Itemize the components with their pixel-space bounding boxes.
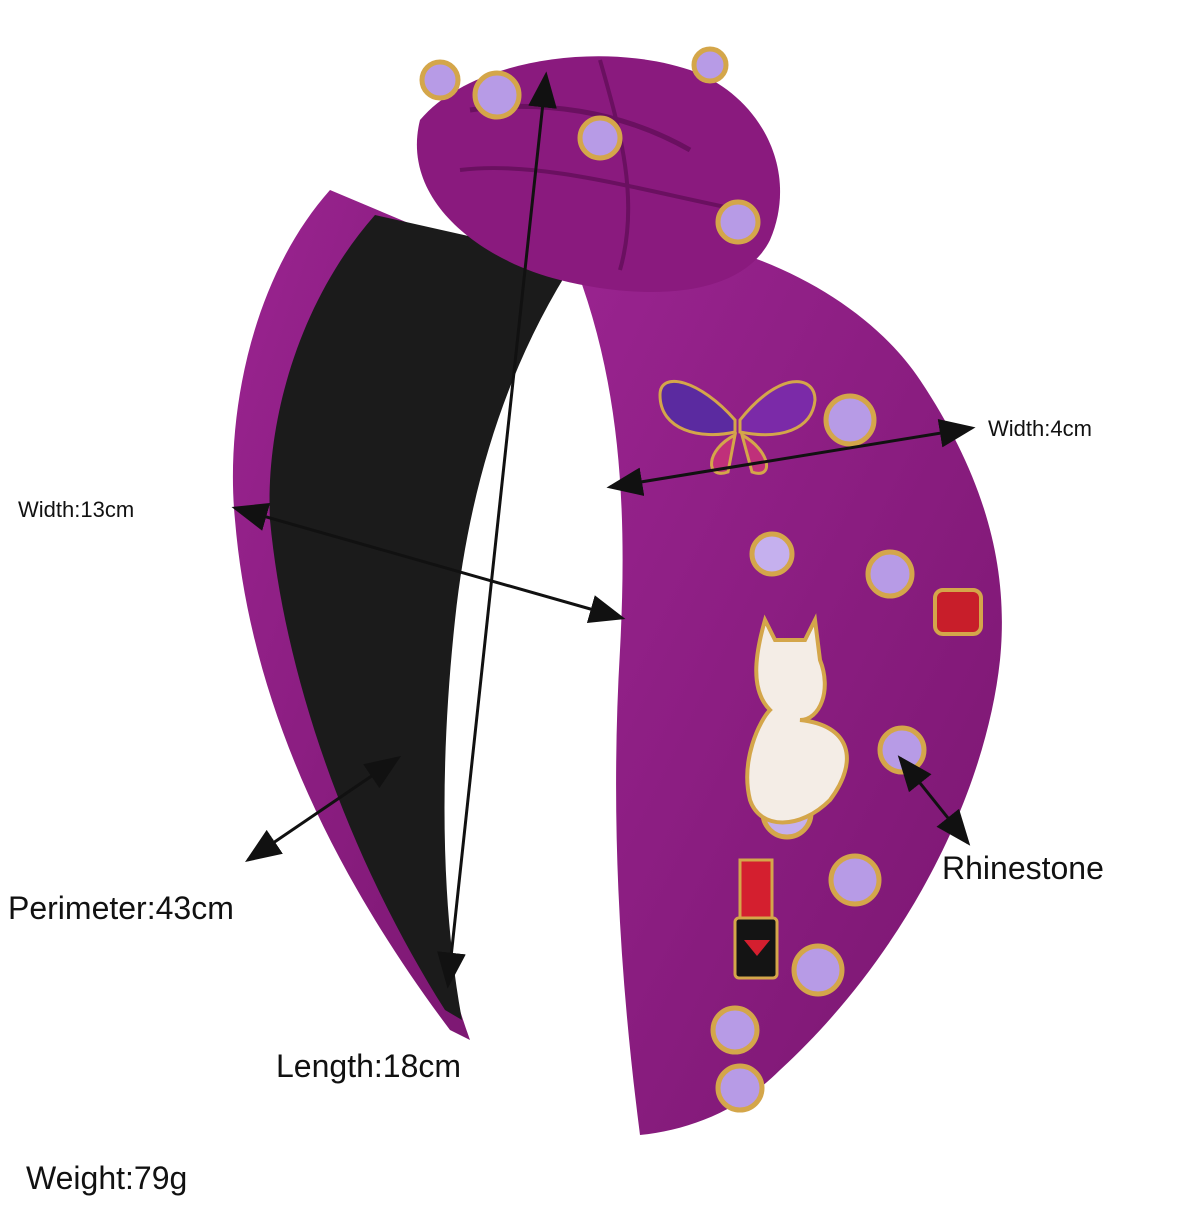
lips-charm [933,588,983,636]
inner-lining [269,215,575,1020]
lipstick-charm [733,858,779,980]
width-4-label: Width:4cm [988,416,1092,441]
width-4-arrow [606,418,976,497]
weight-label: Weight:79g [26,1160,188,1196]
rhinestone-group [419,46,927,1113]
perimeter-label: Perimeter:43cm [8,890,234,926]
width-13-arrow [231,503,626,623]
perimeter-arrow [245,755,401,863]
width-13-label: Width:13cm [18,497,135,522]
rhinestone-arrow [897,755,971,846]
cat-charm [745,613,849,825]
dimension-arrows [231,71,976,989]
rhinestone-label: Rhinestone [942,850,1104,886]
length-label: Length:18cm [276,1048,462,1084]
